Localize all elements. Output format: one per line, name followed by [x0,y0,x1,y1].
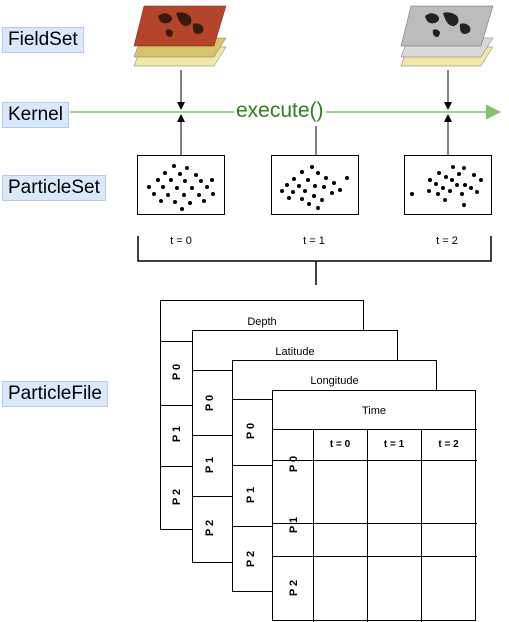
row-label-p2: P 2 [204,519,216,537]
row-label-p1: P 1 [245,486,257,504]
fieldset-map-t2-icon [400,5,494,67]
column-header-t1: t = 1 [383,439,405,450]
column-header-t0: t = 0 [329,439,351,450]
particlefile-sheet-time: Time t = 0 t = 1 t = 2 P 0 P 1 P 2 [272,390,477,622]
sheet-title-longitude: Longitude [310,375,359,387]
time-label-t2: t = 2 [436,235,458,247]
row-label-p1: P 1 [204,456,216,474]
row-label-p0: P 0 [245,422,257,440]
column-header-t2: t = 2 [438,439,459,450]
particleset-snapshot-t1 [271,155,359,215]
row-label-p2: P 2 [288,579,300,597]
row-label-p2: P 2 [245,550,257,568]
fieldset-label: FieldSet [2,27,84,53]
kernel-label: Kernel [2,102,69,128]
particleset-snapshot-t0 [137,155,225,215]
row-label-p0: P 0 [171,363,183,381]
row-label-p0: P 0 [288,455,300,473]
sheet-title-depth: Depth [247,316,277,328]
time-label-t0: t = 0 [170,235,192,247]
sheet-title-time: Time [361,405,387,417]
sheet-title-latitude: Latitude [275,346,315,358]
row-label-p2: P 2 [171,488,183,506]
row-label-p1: P 1 [288,516,300,534]
particleset-snapshot-t2 [404,155,492,215]
time-label-t1: t = 1 [303,235,325,247]
fieldset-map-t0-icon [133,5,227,67]
row-label-p1: P 1 [171,425,183,443]
particlefile-label: ParticleFile [2,381,108,407]
particleset-label: ParticleSet [2,175,106,201]
execute-call-label: execute() [234,99,326,123]
row-label-p0: P 0 [204,394,216,412]
